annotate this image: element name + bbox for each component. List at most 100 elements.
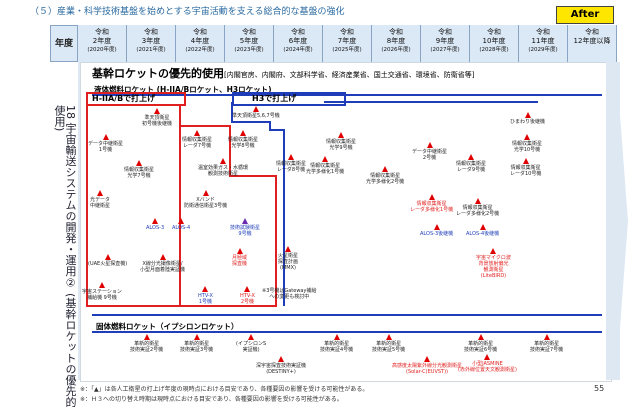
satellite-item: 革新的衛星技術実証3号機 bbox=[180, 334, 213, 353]
satellite-item: 情報収集衛星レーダ10号機 bbox=[510, 158, 541, 177]
year-number-label: 8年度 bbox=[386, 37, 406, 45]
satellite-label: (UAE火星探査機) bbox=[88, 261, 128, 267]
launch-triangle-icon bbox=[136, 160, 142, 166]
year-era-label: 令和 bbox=[144, 28, 158, 36]
satellite-item: 情報収集衛星光学10号機 bbox=[512, 134, 542, 153]
satellite-item: 革新的衛星技術実証4号機 bbox=[320, 334, 353, 353]
h2a-h3-transition-boundary bbox=[86, 102, 285, 307]
satellite-label: 火星衛星探査計画(MMX) bbox=[278, 253, 299, 271]
document-title: （５）産業・科学技術基盤を始めとする宇宙活動を支える総合的な基盤の強化 bbox=[30, 7, 345, 17]
launch-triangle-icon bbox=[202, 286, 209, 292]
satellite-item: 革新的衛星技術実証5号機 bbox=[372, 334, 405, 353]
satellite-item: 温室効果ガス・水循環観測技術衛星 bbox=[198, 158, 248, 177]
satellite-label: ひまわり後継機 bbox=[510, 119, 546, 125]
satellite-label: X線分光撮像衛星/小型月面着陸実証機 bbox=[140, 261, 186, 273]
satellite-label: 情報収集衛星光学多様化2号機 bbox=[366, 173, 405, 185]
launch-triangle-icon bbox=[278, 356, 284, 362]
year-era-label: 令和 bbox=[487, 28, 501, 36]
launch-triangle-icon bbox=[152, 218, 159, 224]
satellite-item: 情報収集衛星光学8号機 bbox=[228, 130, 258, 149]
year-era-label: 令和 bbox=[291, 28, 305, 36]
satellite-item: 月極域探査機 bbox=[232, 248, 247, 267]
launch-triangle-icon bbox=[474, 198, 481, 204]
satellite-item: ALOS-4 bbox=[172, 218, 190, 231]
year-era-label: 令和 bbox=[95, 28, 109, 36]
launch-triangle-icon bbox=[285, 246, 291, 252]
satellite-item: 情報収集衛星レーダ7号機 bbox=[182, 130, 212, 149]
satellite-label: 準天頂衛星5,6,7号機 bbox=[232, 113, 280, 119]
vertical-title-column bbox=[50, 62, 78, 380]
satellite-label: 革新的衛星技術実証3号機 bbox=[180, 341, 214, 353]
launch-triangle-icon bbox=[98, 282, 105, 288]
satellite-item: 情報収集衛星光学7号機 bbox=[124, 160, 154, 179]
launch-triangle-icon bbox=[240, 130, 246, 136]
year-number-label: 10年度 bbox=[482, 37, 506, 45]
main-content-panel bbox=[80, 62, 612, 382]
launch-triangle-icon bbox=[524, 134, 530, 140]
year-western-label: (2023年度) bbox=[234, 47, 264, 53]
launch-triangle-icon bbox=[322, 156, 329, 162]
satellite-label: 情報収集衛星光学10号機 bbox=[512, 141, 543, 153]
launch-triangle-icon bbox=[426, 142, 433, 148]
satellite-label: 深宇宙探査技術実証機(DESTINY+) bbox=[256, 363, 307, 375]
satellite-label: Xバンド防衛通信衛星3号機 bbox=[184, 197, 228, 209]
launch-triangle-icon bbox=[252, 106, 259, 112]
solid-rocket-divider-top bbox=[92, 314, 602, 316]
satellite-item: 情報収集衛星光学多様化2号機 bbox=[366, 166, 404, 185]
satellite-item: 深宇宙探査技術実証機(DESTINY+) bbox=[256, 356, 306, 375]
satellite-item: 情報収集衛星レーダ8号機 bbox=[276, 154, 306, 173]
h3-launch-label: H3で打上げ bbox=[232, 92, 346, 106]
satellite-label: 準天頂衛星初号機後継機 bbox=[142, 115, 173, 127]
launch-triangle-icon bbox=[193, 334, 200, 340]
satellite-label: ALOS-4後継機 bbox=[466, 231, 500, 237]
launch-triangle-icon bbox=[338, 132, 344, 138]
year-number-label: 4年度 bbox=[190, 37, 210, 45]
launch-triangle-icon bbox=[477, 334, 484, 340]
page-number: 55 bbox=[594, 384, 605, 393]
footnote-h3-switch: ※：Ｈ３への切り替え時期は現時点における目安であり、各種要因の影響を受ける可能性… bbox=[80, 396, 343, 403]
year-western-label: (2025年度) bbox=[332, 47, 362, 53]
satellite-label: 情報収集衛星光学7号機 bbox=[124, 167, 155, 179]
launch-triangle-icon bbox=[479, 224, 486, 230]
launch-triangle-icon bbox=[522, 158, 529, 164]
satellite-label: 情報収集衛星レーダ多様化1号機 bbox=[410, 201, 454, 213]
satellite-item: X線分光撮像衛星/小型月面着陸実証機 bbox=[140, 254, 185, 273]
satellite-item: 火星衛星探査計画(MMX) bbox=[278, 246, 298, 271]
timeline-arrow-icon bbox=[606, 62, 628, 380]
satellite-label: ALOS-3後継機 bbox=[420, 231, 454, 237]
year-era-label: 令和 bbox=[193, 28, 207, 36]
launch-triangle-icon bbox=[202, 190, 209, 196]
solid-rocket-divider bbox=[92, 331, 602, 333]
year-western-label: (2020年度) bbox=[87, 47, 117, 53]
launch-triangle-icon bbox=[159, 254, 166, 260]
launch-triangle-icon bbox=[468, 154, 474, 160]
launch-triangle-icon bbox=[97, 190, 103, 196]
launch-triangle-icon bbox=[484, 354, 491, 360]
launch-triangle-icon bbox=[288, 154, 294, 160]
satellite-label: 情報収集衛星レーダ7号機 bbox=[182, 137, 213, 149]
launch-triangle-icon bbox=[154, 108, 160, 114]
year-number-label: 9年度 bbox=[435, 37, 455, 45]
footnote-launch-timing: ※：「▲」は各人工衛星の打上げ年度の現時点における目安であり、各種要因の影響を受… bbox=[80, 386, 369, 393]
launch-triangle-icon bbox=[143, 334, 150, 340]
satellite-label: 情報収集衛星光学8号機 bbox=[228, 137, 259, 149]
satellite-item: ひまわり後継機 bbox=[510, 112, 545, 125]
year-era-label: 令和 bbox=[340, 28, 354, 36]
year-western-label: (2026年度) bbox=[381, 47, 411, 53]
year-western-label: (2029年度) bbox=[528, 47, 558, 53]
satellite-label: 情報収集衛星レーダ8号機 bbox=[276, 161, 307, 173]
year-western-label: (2028年度) bbox=[479, 47, 509, 53]
satellite-label: 宇宙ステーション補給機 9号機 bbox=[82, 289, 122, 301]
satellite-label: 宇宙マイクロ波背景放射偏光観測衛星(LiteBIRD) bbox=[476, 255, 511, 279]
satellite-label: 月極域探査機 bbox=[232, 255, 248, 267]
launch-triangle-icon bbox=[242, 218, 248, 224]
liquid-rocket-section-title: 液体燃料ロケット (H-IIA/Bロケット、H3ロケット) bbox=[94, 85, 272, 94]
